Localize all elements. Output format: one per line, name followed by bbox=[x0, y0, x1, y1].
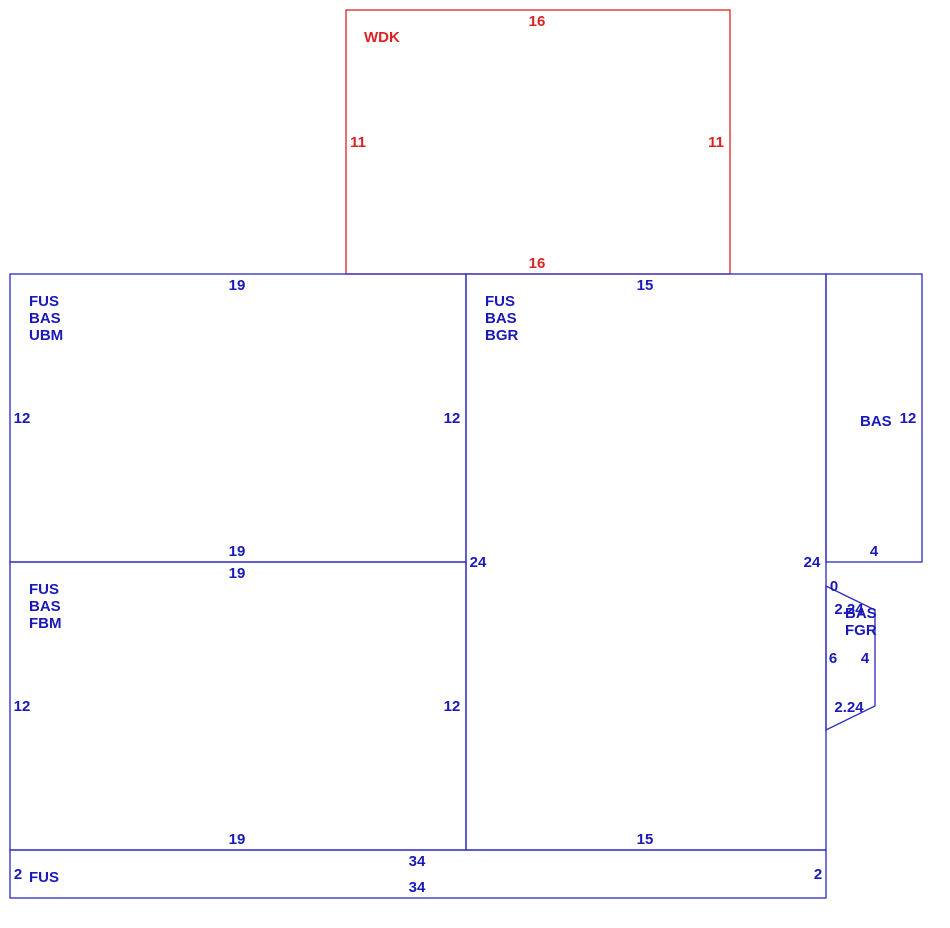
bas-side-dim-right: 12 bbox=[900, 410, 917, 427]
wdk-dim-top: 16 bbox=[529, 13, 546, 30]
fbm-label-1: FUS bbox=[29, 581, 59, 598]
ubm-label-2: BAS bbox=[29, 310, 61, 327]
ubm-dim-left: 12 bbox=[14, 410, 31, 427]
fus-strip-dim-top: 34 bbox=[409, 853, 426, 870]
fbm-dim-right: 12 bbox=[444, 698, 461, 715]
fus-strip-dim-right: 2 bbox=[814, 866, 822, 883]
bas-side-label: BAS bbox=[860, 413, 892, 430]
bgr-label-3: BGR bbox=[485, 327, 519, 344]
bgr-dim-left: 24 bbox=[470, 554, 487, 571]
fus-strip-outline bbox=[9, 849, 827, 899]
wdk-dim-bottom: 16 bbox=[529, 255, 546, 272]
bas-side-outline bbox=[825, 273, 923, 563]
wdk-label: WDK bbox=[364, 29, 400, 46]
fbm-outline bbox=[9, 561, 467, 851]
fgr-dim-top: 0 bbox=[830, 578, 838, 595]
ubm-outline bbox=[9, 273, 467, 563]
bas-side-dim-bottom: 4 bbox=[870, 543, 879, 560]
fus-strip-dim-left: 2 bbox=[14, 866, 22, 883]
bgr-outline bbox=[465, 273, 827, 851]
fgr-dim-left: 6 bbox=[829, 650, 837, 667]
fbm-label-3: FBM bbox=[29, 615, 62, 632]
bgr-label-1: FUS bbox=[485, 293, 515, 310]
fgr-outline bbox=[825, 584, 876, 732]
fbm-dim-left: 12 bbox=[14, 698, 31, 715]
bgr-dim-right: 24 bbox=[804, 554, 821, 571]
fbm-dim-bottom: 19 bbox=[229, 831, 246, 848]
ubm-label-1: FUS bbox=[29, 293, 59, 310]
ubm-dim-right: 12 bbox=[444, 410, 461, 427]
fgr-dim-right: 4 bbox=[861, 650, 870, 667]
bgr-label-2: BAS bbox=[485, 310, 517, 327]
wdk-outline bbox=[345, 9, 731, 275]
ubm-label-3: UBM bbox=[29, 327, 63, 344]
fgr-dim-diag-top: 2.24 bbox=[834, 601, 864, 618]
fus-strip-label: FUS bbox=[29, 869, 59, 886]
ubm-dim-bottom: 19 bbox=[229, 543, 246, 560]
bgr-dim-top: 15 bbox=[637, 277, 654, 294]
ubm-dim-top: 19 bbox=[229, 277, 246, 294]
fus-strip-dim-bottom: 34 bbox=[409, 879, 426, 896]
fgr-label-1: BAS bbox=[845, 605, 877, 622]
wdk-dim-right: 11 bbox=[708, 134, 724, 151]
fbm-label-2: BAS bbox=[29, 598, 61, 615]
fgr-label-2: FGR bbox=[845, 622, 877, 639]
bgr-dim-bottom: 15 bbox=[637, 831, 654, 848]
fgr-dim-diag-bottom: 2.24 bbox=[834, 699, 864, 716]
fbm-dim-top: 19 bbox=[229, 565, 246, 582]
wdk-dim-left: 11 bbox=[350, 134, 366, 151]
